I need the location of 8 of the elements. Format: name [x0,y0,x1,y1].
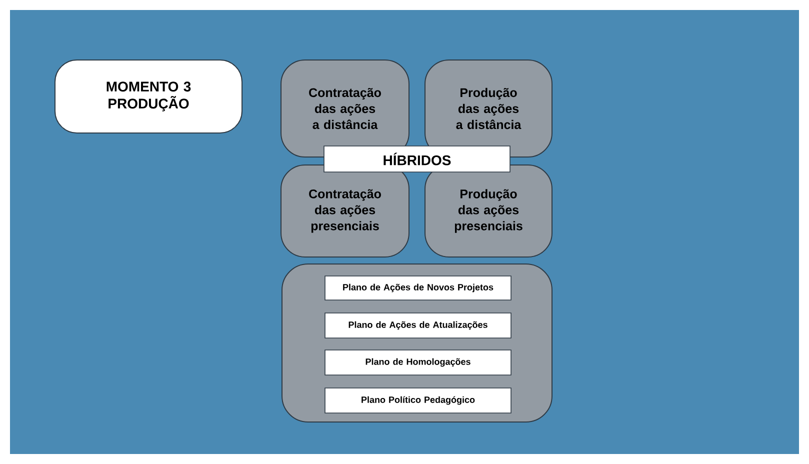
plan-box: Plano Político Pedagógico [324,388,512,414]
title-box: MOMENTO 3 PRODUÇÃO [54,60,242,134]
plan-box: Plano de Homologações [324,350,512,376]
label-band: HÍBRIDOS [324,146,510,172]
rounded-box: Contratação das ações presenciais [280,164,410,258]
plan-box: Plano de Ações de Atualizações [324,312,512,338]
rounded-box: Produção das ações presenciais [424,164,552,258]
plan-box: Plano de Ações de Novos Projetos [324,276,512,300]
